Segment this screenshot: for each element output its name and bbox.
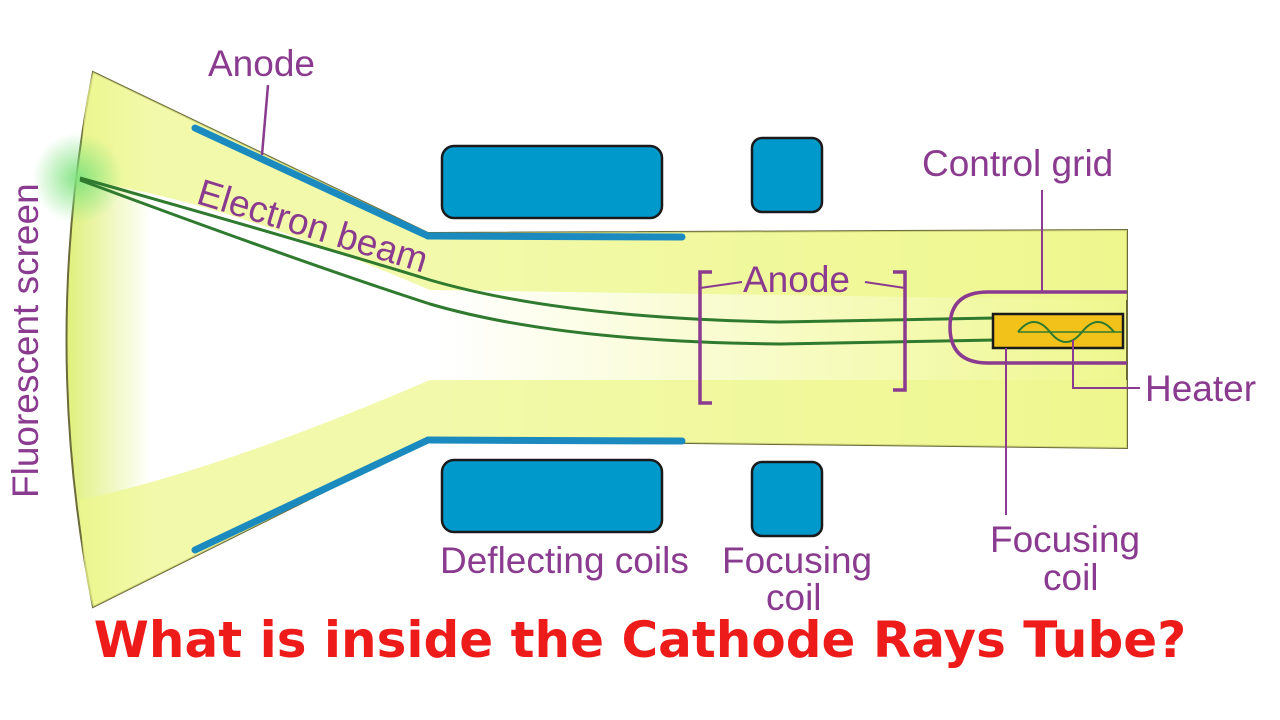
- cone-anode-top: [191, 124, 432, 240]
- control-grid: [948, 290, 1127, 365]
- label-focusing-coil-right-line2: coil: [1043, 557, 1099, 598]
- deflecting-coil-top: [440, 144, 664, 220]
- caption-title: What is inside the Cathode Rays Tube?: [93, 611, 1187, 669]
- heater-leader: [1072, 340, 1140, 389]
- electron-beam-upper: [79, 176, 996, 324]
- tube-top-tint: [80, 72, 1127, 300]
- anode-leader-right: [864, 281, 906, 289]
- cathode: [991, 312, 1125, 350]
- neck-anode-top: [424, 232, 686, 241]
- label-focusing-coil-right-line1: Focusing: [990, 519, 1140, 560]
- heater-coil: [1017, 321, 1115, 343]
- label-control-grid: Control grid: [922, 143, 1113, 184]
- screen-glow: [33, 133, 123, 223]
- electron-beam-lower: [79, 178, 996, 346]
- label-deflecting-coils: Deflecting coils: [440, 540, 689, 581]
- tube-bottom-tint: [80, 380, 1127, 607]
- label-anode-middle: Anode: [743, 259, 850, 300]
- label-focusing-coil-line1: Focusing: [722, 540, 872, 581]
- anode-bracket-left: [698, 270, 712, 405]
- label-fluorescent-screen: Fluorescent screen: [5, 183, 46, 498]
- focusing-coil-top: [750, 136, 824, 214]
- focusing-coil-bottom: [750, 460, 824, 538]
- anode-bracket-right: [893, 270, 907, 392]
- anode-leader-left: [699, 281, 743, 289]
- deflecting-coil-bottom: [440, 458, 664, 534]
- label-anode-top: Anode: [208, 43, 315, 84]
- anode-top-leader: [260, 84, 270, 156]
- label-heater: Heater: [1145, 368, 1256, 409]
- label-focusing-coil-line2: coil: [766, 577, 822, 618]
- neck-anode-bottom: [424, 436, 686, 445]
- cone-anode-bottom: [191, 436, 432, 554]
